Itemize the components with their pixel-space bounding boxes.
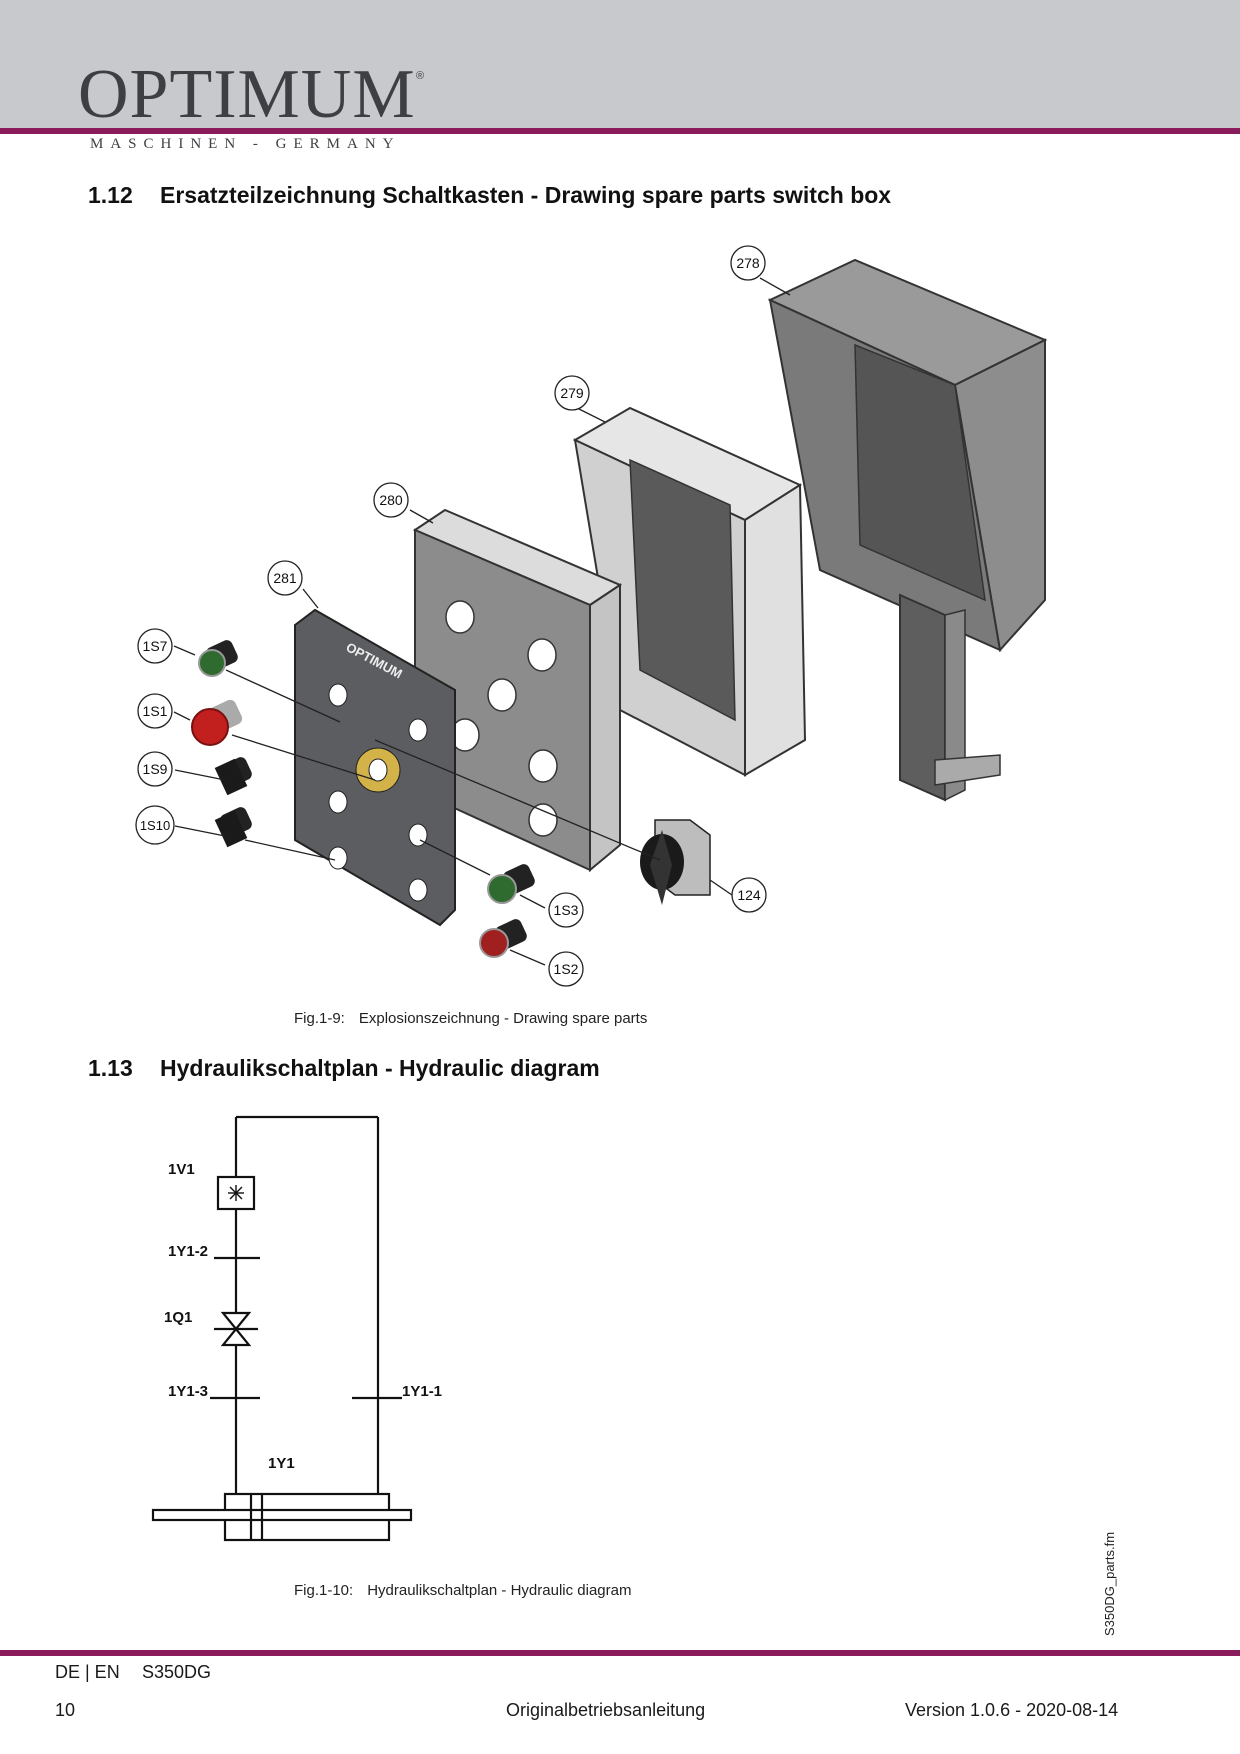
figure-caption-text: Hydraulikschaltplan - Hydraulic diagram (367, 1582, 632, 1599)
callout-1S1: 1S1 (143, 703, 168, 719)
callout-1S10: 1S10 (140, 818, 170, 833)
callout-281: 281 (273, 570, 297, 586)
callout-1S7: 1S7 (143, 638, 168, 654)
button-1S3 (487, 864, 535, 904)
callout-labels: 278 279 280 281 1S7 1S1 1S9 1S10 1S3 1S2… (140, 255, 761, 977)
brand-subline: MASCHINEN - GERMANY (90, 136, 401, 152)
callout-1S9: 1S9 (143, 761, 168, 777)
registered-mark: ® (416, 70, 425, 82)
section-title: Hydraulikschaltplan - Hydraulic diagram (160, 1055, 600, 1081)
part-280-lid (412, 508, 623, 873)
figure-caption-1-10: Fig.1-10: Hydraulikschaltplan - Hydraulic… (294, 1582, 631, 1599)
callout-1S2: 1S2 (554, 961, 579, 977)
header-band (0, 0, 1240, 128)
part-281-front-panel: OPTIMUM (294, 608, 456, 927)
section-number: 1.12 (88, 182, 133, 208)
button-1S9 (214, 757, 252, 796)
figure-number: Fig.1-9: (294, 1010, 345, 1027)
section-title: Ersatzteilzeichnung Schaltkasten - Drawi… (160, 182, 892, 208)
footer-model: S350DG (142, 1662, 212, 1682)
part-124-rotary-switch (640, 819, 711, 905)
callout-279: 279 (560, 385, 584, 401)
footer-languages: DE | EN (55, 1662, 120, 1682)
footer-document-type: Originalbetriebsanleitung (506, 1700, 706, 1720)
callout-1S3: 1S3 (554, 902, 579, 918)
section-heading-1-12: 1.12 Ersatzteilzeichnung Schaltkasten - D… (88, 182, 891, 209)
header-rule (0, 128, 1240, 134)
button-1S1 (191, 699, 243, 746)
button-1S7 (198, 640, 238, 677)
callout-278: 278 (736, 255, 760, 271)
section-heading-1-13: 1.13 Hydraulikschaltplan - Hydraulic diag… (88, 1055, 600, 1082)
button-1S10 (214, 807, 252, 848)
leader-lines (173, 277, 791, 966)
footer-version: Version 1.0.6 - 2020-08-14 (905, 1700, 1119, 1720)
button-1S2 (479, 919, 527, 958)
callout-124: 124 (737, 887, 761, 903)
figure-number: Fig.1-10: (294, 1582, 354, 1599)
footer-rule (0, 1650, 1240, 1656)
callout-circles (135, 245, 767, 987)
source-filename: S350DG_parts.fm (1102, 1531, 1117, 1636)
figure-caption-1-9: Fig.1-9: Explosionszeichnung - Drawing sp… (294, 1010, 647, 1027)
part-278-hood (767, 258, 1048, 802)
brand-logo: OPTIMUM (78, 56, 416, 133)
page-number: 10 (55, 1700, 76, 1720)
figure-caption-text: Explosionszeichnung - Drawing spare part… (358, 1010, 648, 1027)
callout-280: 280 (379, 492, 403, 508)
section-number: 1.13 (88, 1055, 133, 1081)
